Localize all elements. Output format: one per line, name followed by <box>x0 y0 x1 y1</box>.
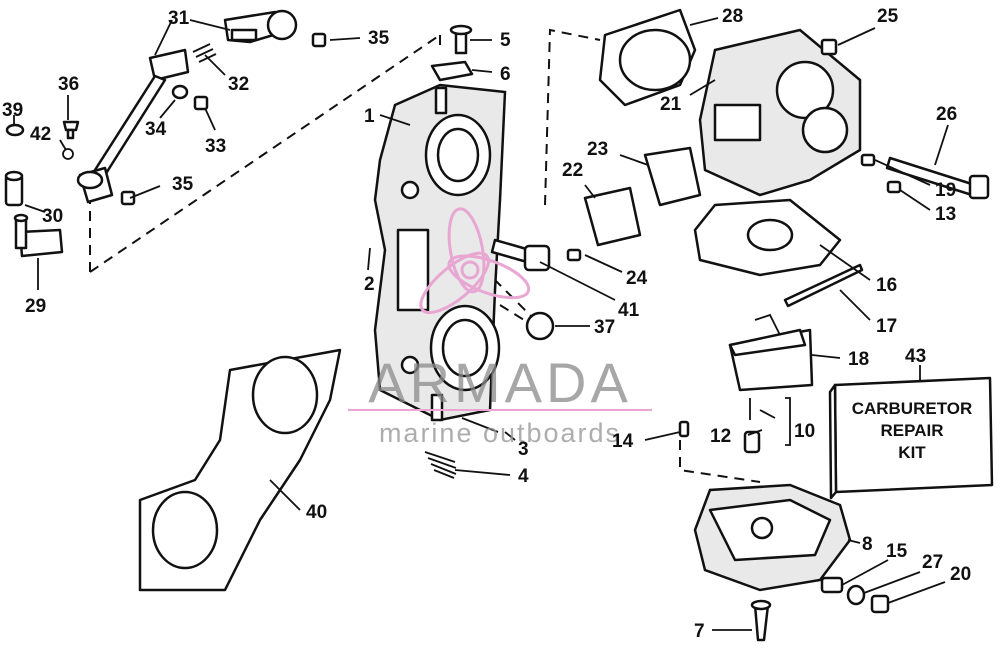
leader-lines <box>13 17 949 631</box>
callout-19: 19 <box>935 180 956 201</box>
callout-30: 30 <box>42 206 63 227</box>
callout-29: 29 <box>25 296 46 317</box>
callout-32: 32 <box>228 74 249 95</box>
callout-26: 26 <box>936 104 957 125</box>
callout-3: 3 <box>518 439 529 460</box>
carburetor-gasket <box>138 348 342 592</box>
callout-22: 22 <box>562 160 583 181</box>
callout-34: 34 <box>145 119 167 140</box>
callout-39: 39 <box>2 100 23 121</box>
callout-42: 42 <box>30 124 51 145</box>
callout-33: 33 <box>205 136 226 157</box>
kit-label-line1: CARBURETOR <box>852 399 973 418</box>
callout-5: 5 <box>500 30 511 51</box>
callout-13: 13 <box>935 204 956 225</box>
callout-35: 35 <box>368 28 390 49</box>
callout-numbers: 31 32 35 36 39 42 34 33 35 30 29 1 2 5 6… <box>2 6 971 642</box>
callout-43: 43 <box>905 346 926 367</box>
callout-6: 6 <box>500 64 511 85</box>
long-bolt <box>860 153 990 200</box>
kit-label-line3: KIT <box>898 443 926 462</box>
callout-8: 8 <box>862 534 873 555</box>
callout-40: 40 <box>306 502 327 523</box>
callout-7: 7 <box>694 621 705 642</box>
callout-17: 17 <box>876 316 897 337</box>
callout-41: 41 <box>618 300 640 321</box>
callout-36: 36 <box>58 74 79 95</box>
callout-15: 15 <box>886 541 908 562</box>
small-hardware-left <box>4 32 327 207</box>
air-silencer-base <box>598 8 862 197</box>
float <box>728 313 814 392</box>
callout-10: 10 <box>794 421 815 442</box>
watermark: ARMADA marine outboards <box>348 207 652 448</box>
callout-28: 28 <box>722 6 743 27</box>
callout-21: 21 <box>660 94 682 115</box>
callout-24: 24 <box>626 268 648 289</box>
callout-31: 31 <box>168 8 190 29</box>
callout-16: 16 <box>876 275 897 296</box>
top-screw-plate <box>430 24 474 82</box>
callout-23: 23 <box>587 139 608 160</box>
watermark-tagline: marine outboards <box>379 418 621 448</box>
float-gasket <box>693 198 864 308</box>
needle-and-seat <box>678 397 791 454</box>
callout-4: 4 <box>518 466 529 487</box>
repair-kit-box: CARBURETOR REPAIR KIT <box>828 376 994 500</box>
throttle-spring <box>424 417 499 479</box>
callout-37: 37 <box>594 317 615 338</box>
kit-label-line2: REPAIR <box>881 421 944 440</box>
callout-2: 2 <box>364 274 375 295</box>
callout-1: 1 <box>364 106 375 127</box>
watermark-propeller-logo <box>419 207 531 315</box>
callout-35: 35 <box>172 174 194 195</box>
callout-18: 18 <box>848 349 869 370</box>
covers <box>566 146 702 262</box>
callout-25: 25 <box>877 6 899 27</box>
callout-27: 27 <box>922 552 943 573</box>
callout-20: 20 <box>950 564 971 585</box>
callout-12: 12 <box>710 426 731 447</box>
watermark-brand: ARMADA <box>368 351 632 414</box>
float-bowl <box>693 483 890 642</box>
throttle-linkage <box>13 9 298 258</box>
mounting-bolts <box>490 238 555 341</box>
carburetor-body <box>373 83 507 422</box>
callout-14: 14 <box>612 431 634 452</box>
